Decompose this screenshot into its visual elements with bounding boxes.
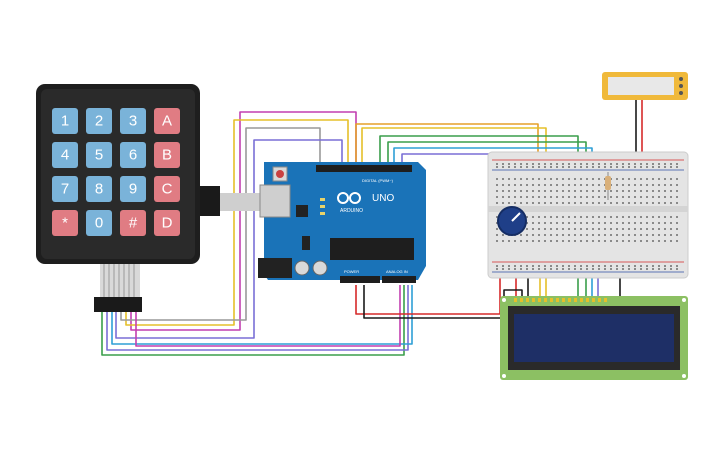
wire-magenta-b[interactable] <box>135 285 401 347</box>
keypad-key-label: 6 <box>129 147 137 164</box>
keypad-key-D[interactable]: D <box>154 210 180 236</box>
keypad-key-label: 8 <box>95 181 103 198</box>
keypad-key-6[interactable]: 6 <box>120 142 146 168</box>
breadboard-holes <box>496 163 678 270</box>
lcd-display[interactable] <box>500 296 688 380</box>
breadboard[interactable] <box>487 151 689 279</box>
keypad-key-label: 7 <box>61 181 69 198</box>
potentiometer[interactable] <box>497 206 527 236</box>
keypad-key-1[interactable]: 1 <box>52 108 78 134</box>
keypad-key-B[interactable]: B <box>154 142 180 168</box>
keypad-key-label: 4 <box>61 147 69 164</box>
keypad-key-label: C <box>162 181 173 198</box>
keypad-key-8[interactable]: 8 <box>86 176 112 202</box>
power-jack-icon <box>258 258 292 278</box>
keypad-key-4[interactable]: 4 <box>52 142 78 168</box>
lcd-pins <box>514 298 607 302</box>
keypad-key-label: 0 <box>95 215 103 232</box>
wire-yellow[interactable] <box>125 119 349 326</box>
wire-purple-b[interactable] <box>106 285 409 351</box>
keypad-key-label: A <box>162 113 172 130</box>
resistor <box>605 172 611 200</box>
wire-green-k[interactable] <box>101 285 405 356</box>
keypad-key-label: 5 <box>95 147 103 164</box>
keypad-key-#[interactable]: # <box>120 210 146 236</box>
usb-port-icon <box>259 184 291 218</box>
keypad-keys: 1 2 3 A 4 5 6 B 7 8 9 C * 0 # D <box>52 108 180 236</box>
arduino-brand: ARDUINO <box>340 208 363 214</box>
power-header <box>340 276 380 283</box>
keypad-key-label: * <box>62 215 68 232</box>
analog-header <box>382 276 416 283</box>
keypad-key-label: D <box>162 215 173 232</box>
keypad-ribbon <box>100 264 140 298</box>
ribbon-lines <box>103 264 135 298</box>
usb-cable <box>200 186 268 216</box>
keypad-key-label: 1 <box>61 113 69 130</box>
arduino-uno[interactable]: ARDUINO UNO DIGITAL (PWM~) POWER ANALOG … <box>258 162 426 283</box>
keypad-key-7[interactable]: 7 <box>52 176 78 202</box>
capacitor-icon <box>294 260 310 276</box>
arduino-logo-icon <box>337 192 361 204</box>
keypad-connector <box>94 297 142 312</box>
breadboard-body <box>487 151 689 279</box>
keypad-key-label: 2 <box>95 113 103 130</box>
battery[interactable] <box>602 72 688 100</box>
wire-purple-k[interactable] <box>115 139 343 339</box>
keypad-key-*[interactable]: * <box>52 210 78 236</box>
keypad-key-label: 9 <box>129 181 137 198</box>
keypad[interactable]: 1 2 3 A 4 5 6 B 7 8 9 C * 0 # D <box>36 84 200 312</box>
power-label: POWER <box>344 269 359 274</box>
keypad-key-label: B <box>162 147 172 164</box>
keypad-key-label: # <box>129 215 138 232</box>
keypad-key-C[interactable]: C <box>154 176 180 202</box>
digital-label: DIGITAL (PWM~) <box>362 178 394 183</box>
arduino-model: UNO <box>372 193 394 204</box>
capacitor-icon-2 <box>312 260 328 276</box>
atmega-chip <box>330 238 414 260</box>
wire-gray[interactable] <box>120 127 321 321</box>
keypad-key-5[interactable]: 5 <box>86 142 112 168</box>
keypad-key-9[interactable]: 9 <box>120 176 146 202</box>
keypad-key-A[interactable]: A <box>154 108 180 134</box>
lcd-screen <box>514 314 674 362</box>
keypad-key-2[interactable]: 2 <box>86 108 112 134</box>
keypad-key-label: 3 <box>129 113 137 130</box>
keypad-key-3[interactable]: 3 <box>120 108 146 134</box>
keypad-key-0[interactable]: 0 <box>86 210 112 236</box>
wire-black-gnd[interactable] <box>363 285 523 319</box>
digital-header <box>316 165 412 172</box>
analog-label: ANALOG IN <box>386 269 408 274</box>
